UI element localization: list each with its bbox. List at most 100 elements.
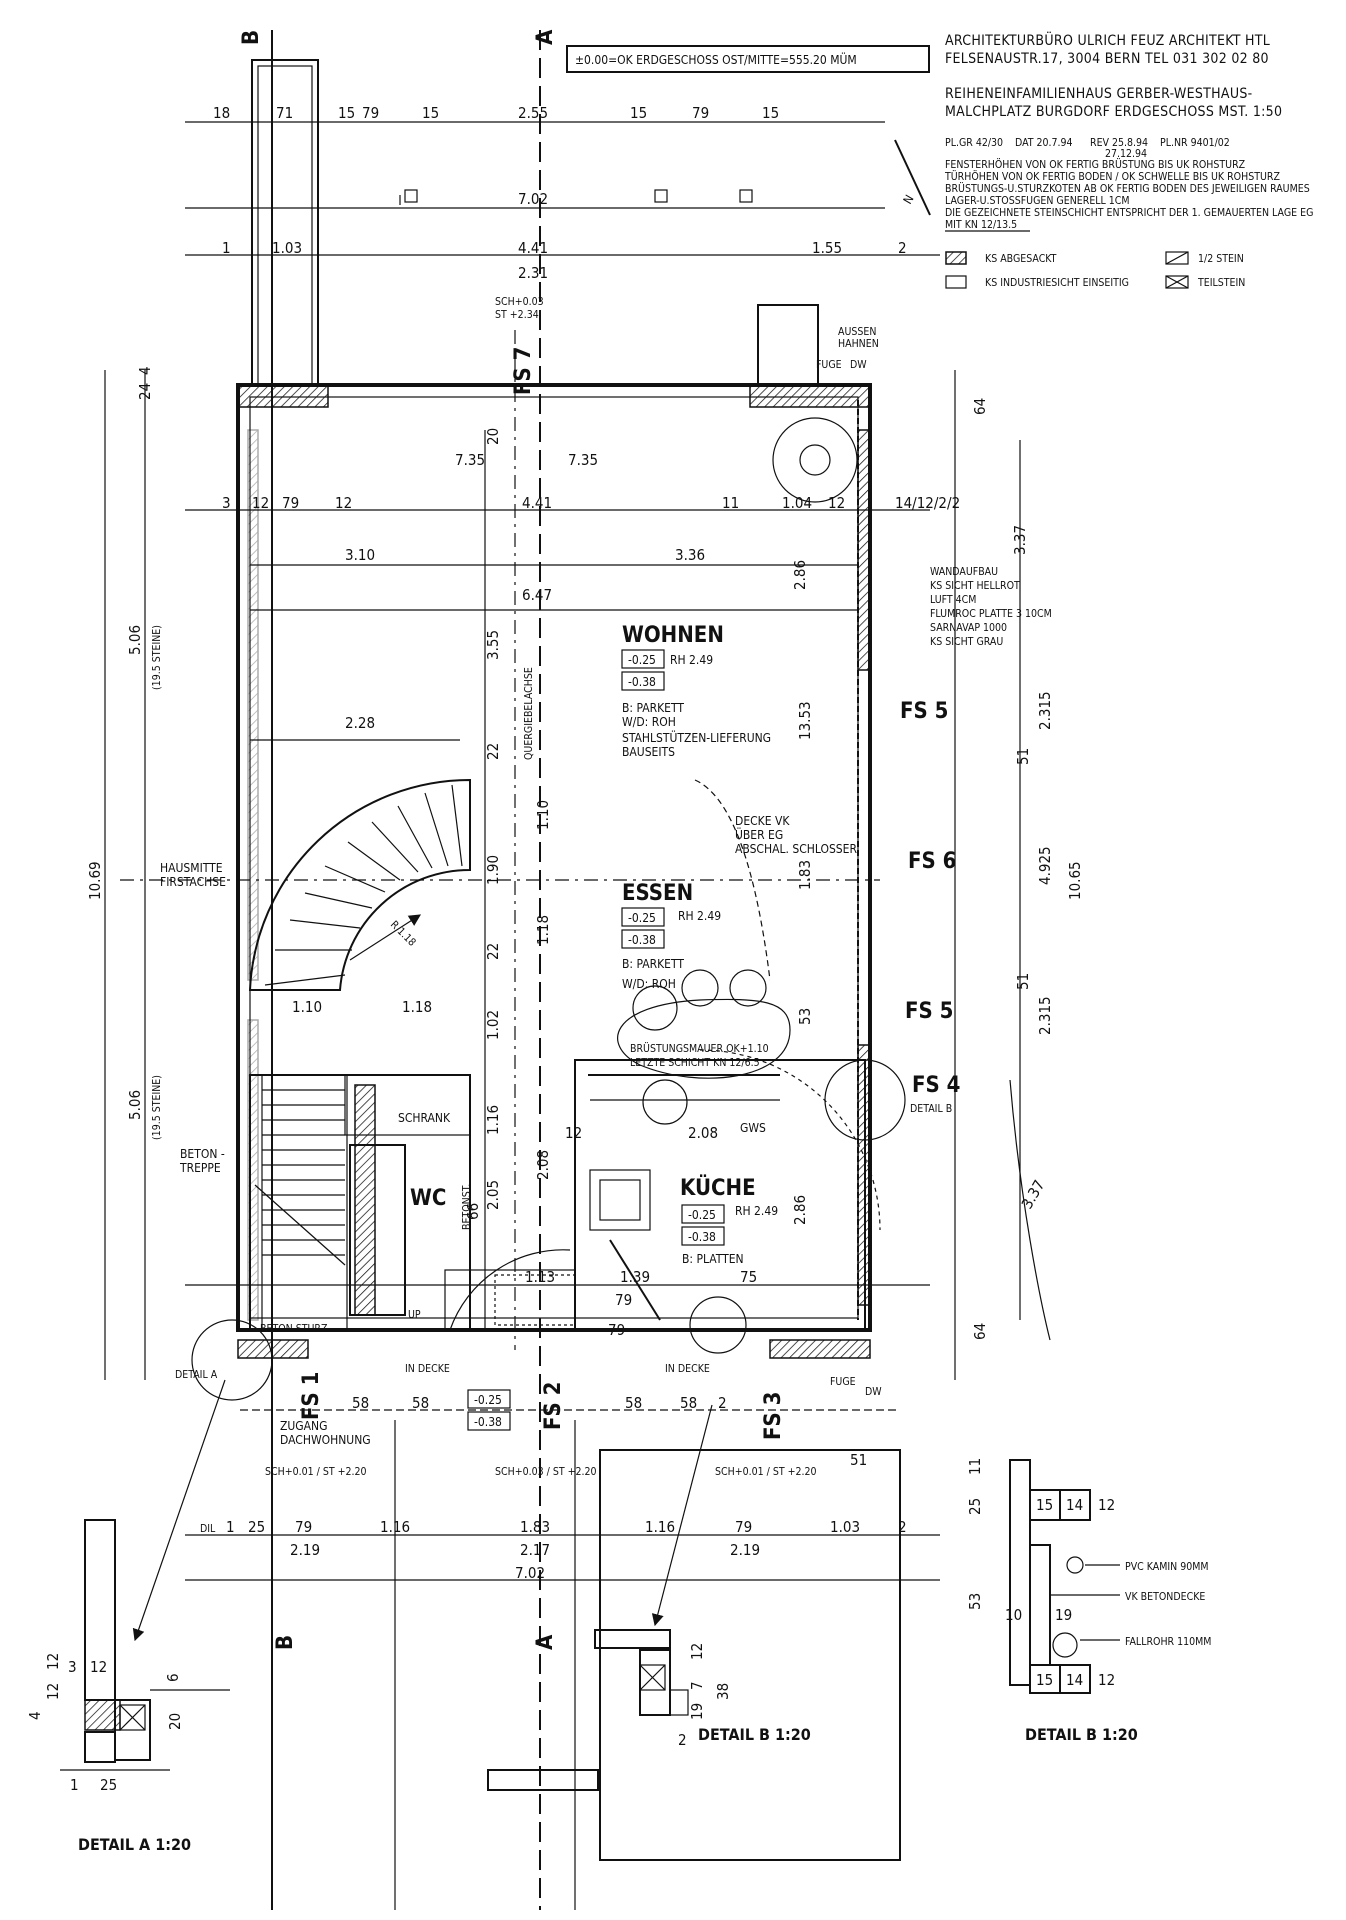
- dim: 51: [1014, 973, 1032, 990]
- dim: 1.13: [525, 1268, 555, 1286]
- dim: 2: [898, 1518, 907, 1536]
- section-b-bottom: B: [273, 1635, 298, 1650]
- dim: 12: [44, 1683, 62, 1700]
- dim: 1.18: [402, 998, 432, 1016]
- window-tag: FS 5: [905, 999, 953, 1024]
- dim: 38: [714, 1683, 732, 1700]
- legend-plain-icon: [945, 275, 967, 289]
- label: ST +2.34: [495, 309, 539, 321]
- room-schrank: SCHRANK: [398, 1111, 451, 1125]
- dim: 1: [70, 1776, 79, 1794]
- legend-2: KS INDUSTRIESICHT EINSEITIG: [985, 277, 1129, 289]
- label: VK BETONDECKE: [1125, 1591, 1205, 1603]
- meta-pl-gr: PL.GR 42/30: [945, 137, 1003, 149]
- dim: 3.37: [1011, 525, 1029, 555]
- section-b-top: B: [239, 30, 264, 45]
- window-tags: FS 7 FS 5 FS 6 FS 5 FS 4 FS 1 FS 2 FS 3: [299, 347, 960, 1440]
- dim: 25: [100, 1776, 117, 1794]
- legend-1: KS ABGESACKT: [985, 253, 1057, 265]
- dim: 51: [850, 1451, 867, 1469]
- dim: 1.03: [830, 1518, 860, 1536]
- dim: 1.02: [484, 1010, 502, 1040]
- dim: 14: [1066, 1496, 1083, 1514]
- meta-rev: REV 25.8.94: [1090, 137, 1148, 149]
- label: LETZTE SCHICHT KN 12/6.5: [630, 1057, 760, 1069]
- level: -0.38: [628, 675, 656, 689]
- dim: 1.83: [520, 1518, 550, 1536]
- level: -0.38: [474, 1415, 502, 1429]
- dim: 4.925: [1036, 846, 1054, 885]
- room-height: RH 2.49: [678, 909, 721, 923]
- dim: 12: [1098, 1671, 1115, 1689]
- label: KS SICHT GRAU: [930, 636, 1003, 648]
- dim: 19: [688, 1703, 706, 1720]
- label: FALLROHR 110MM: [1125, 1636, 1211, 1648]
- dim: 11: [966, 1458, 984, 1475]
- svg-text:N: N: [900, 193, 916, 207]
- meta-rev2: 27.12.94: [1105, 148, 1147, 160]
- label: BETON -: [180, 1147, 225, 1161]
- label: IN DECKE: [405, 1363, 450, 1375]
- dim: 4: [136, 366, 154, 375]
- dim: 79: [282, 494, 299, 512]
- dim: 12: [252, 494, 269, 512]
- label: DETAIL B: [910, 1103, 952, 1115]
- dim: 7.02: [518, 190, 548, 208]
- dim: 2.315: [1036, 691, 1054, 730]
- dim: 15: [422, 104, 439, 122]
- label: DACHWOHNUNG: [280, 1433, 371, 1447]
- note-6: MIT KN 12/13.5: [945, 219, 1017, 231]
- room-height: RH 2.49: [670, 653, 713, 667]
- dim: 4: [26, 1711, 44, 1720]
- window-tag: FS 4: [912, 1073, 960, 1098]
- detail-b-center: 12 38 19 7 2 DETAIL B 1:20: [594, 1404, 811, 1749]
- detail-a-title: DETAIL A 1:20: [78, 1835, 191, 1854]
- dim: 2.55: [518, 104, 548, 122]
- title-line2: FELSENAUSTR.17, 3004 BERN TEL 031 302 02…: [945, 51, 1269, 67]
- label: FLUMROC PLATTE 3 10CM: [930, 608, 1052, 620]
- label: IN DECKE: [665, 1363, 710, 1375]
- label: WANDAUFBAU: [930, 566, 998, 578]
- dim: 79: [692, 104, 709, 122]
- label: HAUSMITTE: [160, 861, 223, 875]
- title-line4: MALCHPLATZ BURGDORF ERDGESCHOSS MST. 1:5…: [945, 104, 1282, 120]
- dim: 15: [1036, 1496, 1053, 1514]
- dim: 71: [276, 104, 293, 122]
- label: DETAIL A: [175, 1369, 218, 1381]
- dim: (19.5 STEINE): [151, 1075, 163, 1140]
- room-name: KÜCHE: [680, 1175, 756, 1201]
- reference-text: ±0.00=OK ERDGESCHOSS OST/MITTE=555.20 MÜ…: [575, 51, 857, 67]
- dim: 18: [213, 104, 230, 122]
- dim: 12: [565, 1124, 582, 1142]
- room-height: RH 2.49: [735, 1204, 778, 1218]
- dim: 7.35: [455, 451, 485, 469]
- note-2: TÜRHÖHEN VON OK FERTIG BODEN / OK SCHWEL…: [944, 170, 1280, 183]
- dim: 64: [971, 398, 989, 415]
- dim: 1.16: [645, 1518, 675, 1536]
- dim: 66: [464, 1203, 482, 1220]
- dim: 1.10: [292, 998, 322, 1016]
- dim: 2.28: [345, 714, 375, 732]
- label: FUGE: [830, 1376, 856, 1388]
- level: -0.38: [688, 1230, 716, 1244]
- room-name: WOHNEN: [622, 623, 724, 648]
- room-note: BAUSEITS: [622, 745, 675, 759]
- label: SCH+0.01 / ST +2.20: [715, 1466, 817, 1478]
- title-line3: REIHENEINFAMILIENHAUS GERBER-WESTHAUS-: [945, 86, 1253, 102]
- dim: 3.36: [675, 546, 705, 564]
- meta-plan-nr: PL.NR 9401/02: [1160, 137, 1230, 149]
- dim: 2.31: [518, 264, 548, 282]
- window-tag: FS 1: [299, 1372, 324, 1420]
- dim: 3: [68, 1658, 77, 1676]
- dim: 1.18: [534, 915, 552, 945]
- dim: 20: [484, 428, 502, 445]
- dim: 79: [608, 1321, 625, 1339]
- dim: 58: [412, 1394, 429, 1412]
- dim: 24: [136, 383, 154, 400]
- mid-dimensions: 3 12 79 12 4.41 11 1.04 12 14/12/2/2 3.1…: [222, 494, 960, 732]
- dim: 13.53: [796, 701, 814, 740]
- north-arrow-icon: [894, 139, 931, 216]
- dim: 1.90: [484, 855, 502, 885]
- dim: 10.65: [1066, 861, 1084, 900]
- window-tag: FS 2: [541, 1382, 566, 1430]
